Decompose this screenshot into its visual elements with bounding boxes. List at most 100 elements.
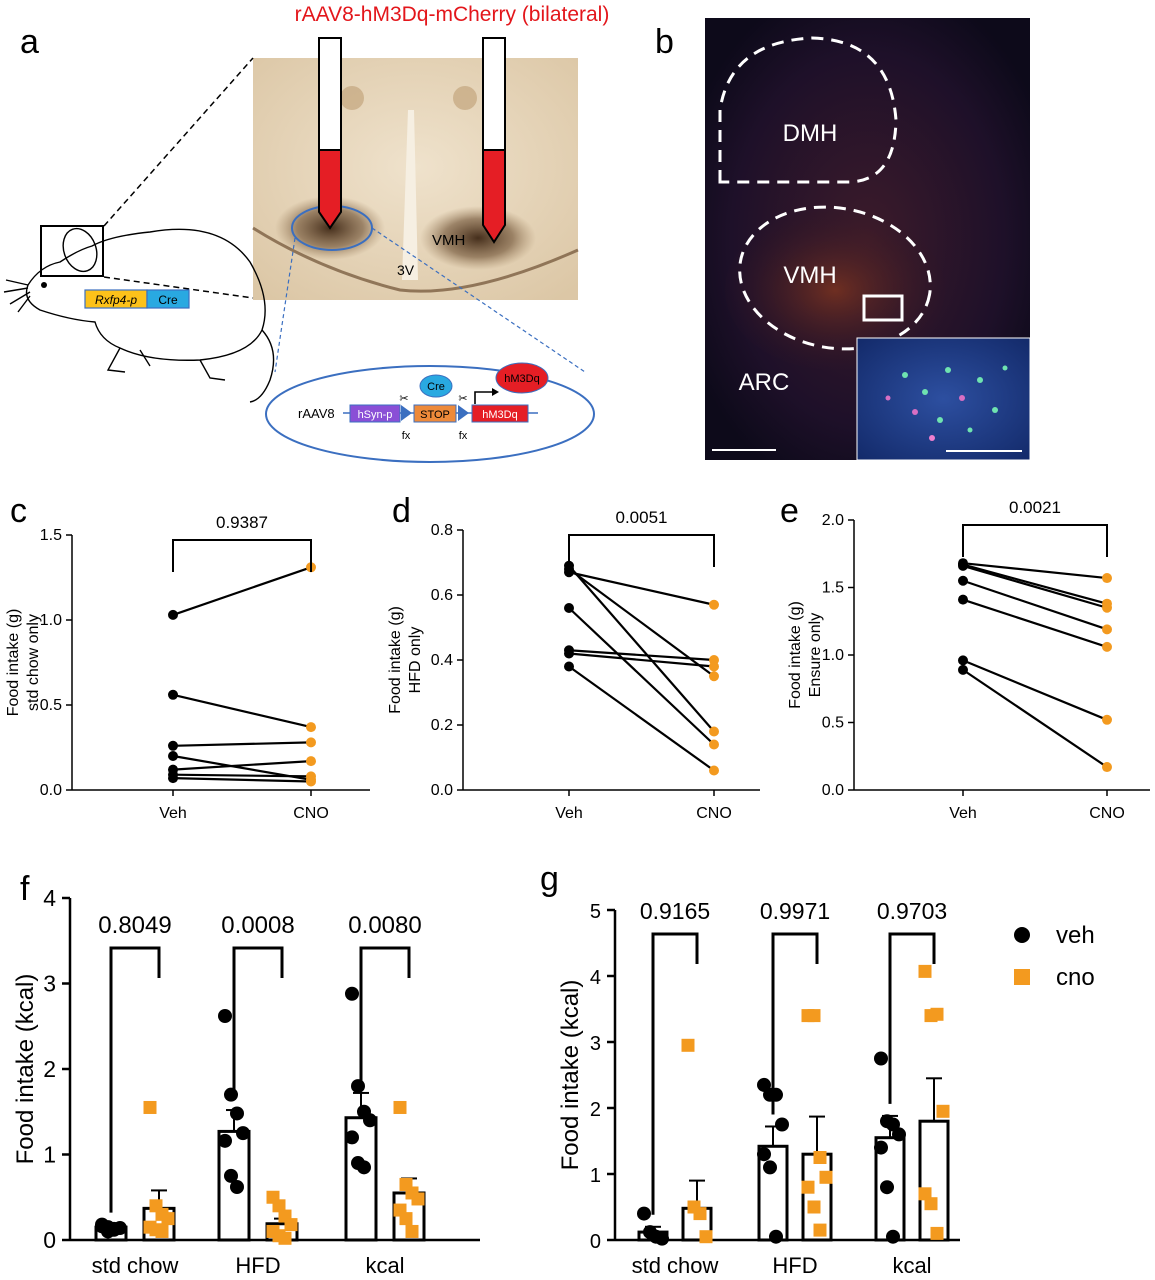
significance-bracket xyxy=(359,946,411,1081)
vmh-label: VMH xyxy=(783,262,836,289)
x-tick-label: Veh xyxy=(159,805,187,822)
x-tick-label: CNO xyxy=(1089,805,1125,822)
x-tick-label: Veh xyxy=(555,805,583,822)
veh-point xyxy=(958,575,968,586)
inset-image xyxy=(856,337,1031,461)
y-tick-label: 1 xyxy=(590,1165,601,1187)
y-axis-label-line1: Food intake (g) xyxy=(387,606,404,714)
veh-point xyxy=(363,1113,377,1128)
panel-e-letter: e xyxy=(780,492,799,530)
y-axis-label: Food intake (kcal) xyxy=(557,980,584,1171)
cno-point xyxy=(801,1180,815,1194)
y-axis-label: Food intake (kcal) xyxy=(12,974,39,1165)
cno-point xyxy=(819,1170,833,1184)
y-axis-label-line2: HFD only xyxy=(407,627,424,694)
cno-point xyxy=(161,1212,175,1226)
veh-point xyxy=(107,1221,121,1236)
y-tick-label: 0.0 xyxy=(40,782,62,799)
veh-point xyxy=(958,655,968,666)
veh-point xyxy=(874,1051,888,1066)
x-category-label: std chow xyxy=(92,1253,179,1278)
cno-point xyxy=(807,1200,821,1214)
y-tick-label: 2 xyxy=(590,1099,601,1121)
paired-line xyxy=(568,665,715,772)
zoom-line-top xyxy=(103,57,254,227)
paired-line xyxy=(962,562,1108,580)
y-tick-label: 3 xyxy=(590,1033,601,1055)
y-tick-label: 0.0 xyxy=(822,782,844,799)
y-tick-label: 2.0 xyxy=(822,512,844,529)
cno-point xyxy=(709,739,719,750)
veh-point xyxy=(218,1008,232,1023)
veh-point xyxy=(345,986,359,1001)
paired-line xyxy=(568,649,715,662)
cno-point xyxy=(930,1226,944,1240)
significance-bracket xyxy=(568,534,715,567)
paired-line xyxy=(568,652,715,668)
paired-line xyxy=(962,659,1108,721)
paired-line xyxy=(172,693,312,729)
rxfp4-promoter-label: Rxfp4-p xyxy=(95,293,137,307)
histology-dark-edge xyxy=(252,226,579,293)
cno-point xyxy=(693,1207,707,1221)
expression-arrowhead-icon xyxy=(492,388,499,396)
cno-point xyxy=(813,1223,827,1237)
veh-point xyxy=(637,1206,651,1221)
syringe-right xyxy=(482,37,506,244)
p-value-label: 0.9165 xyxy=(640,898,710,924)
expression-arrow-icon xyxy=(474,391,492,404)
cno-point xyxy=(306,737,316,748)
y-axis-label-line1: Food intake (g) xyxy=(787,601,804,709)
y-tick-label: 4 xyxy=(43,885,56,911)
veh-point xyxy=(168,773,178,784)
histology-stain-right xyxy=(420,206,536,270)
paired-line xyxy=(172,777,312,783)
y-tick-label: 0.8 xyxy=(431,522,453,539)
panel-a: a rAAV8-hM3Dq-mCherry (bilateral) VMH 3V xyxy=(3,3,609,463)
cno-bar xyxy=(918,1119,950,1242)
veh-point xyxy=(958,594,968,605)
veh-point xyxy=(564,567,574,578)
veh-point xyxy=(168,740,178,751)
veh-point xyxy=(564,648,574,659)
cno-point xyxy=(306,756,316,767)
cno-point xyxy=(399,1212,413,1226)
x-category-label: HFD xyxy=(772,1253,817,1278)
construct-name: rAAV8 xyxy=(298,406,335,421)
veh-point xyxy=(880,1180,894,1195)
fx-right-label: fx xyxy=(459,430,468,442)
histology-tract-right xyxy=(453,86,477,110)
cno-point xyxy=(807,1009,821,1023)
veh-point xyxy=(769,1229,783,1244)
veh-point xyxy=(958,664,968,675)
cno-point xyxy=(699,1230,713,1244)
cno-point xyxy=(709,599,719,610)
cno-point xyxy=(709,765,719,776)
veh-point xyxy=(236,1126,250,1141)
panel-f-letter: f xyxy=(20,870,30,908)
legend-cno-marker xyxy=(1014,969,1030,985)
cno-point xyxy=(155,1224,169,1238)
veh-point xyxy=(886,1229,900,1244)
cno-point xyxy=(709,726,719,737)
panel-b-letter: b xyxy=(655,23,674,61)
veh-point xyxy=(892,1127,906,1142)
veh-point xyxy=(763,1160,777,1175)
cno-point xyxy=(936,1104,950,1118)
cno-point xyxy=(1102,641,1112,652)
inset-source-box xyxy=(862,294,904,322)
panel-g-letter: g xyxy=(540,860,559,898)
paired-line xyxy=(962,668,1108,768)
cno-point xyxy=(1102,714,1112,725)
y-tick-label: 1 xyxy=(43,1142,56,1168)
x-category-label: std chow xyxy=(632,1253,719,1278)
paired-line xyxy=(962,579,1108,631)
significance-bracket xyxy=(771,932,819,1115)
stop-box xyxy=(413,404,457,423)
